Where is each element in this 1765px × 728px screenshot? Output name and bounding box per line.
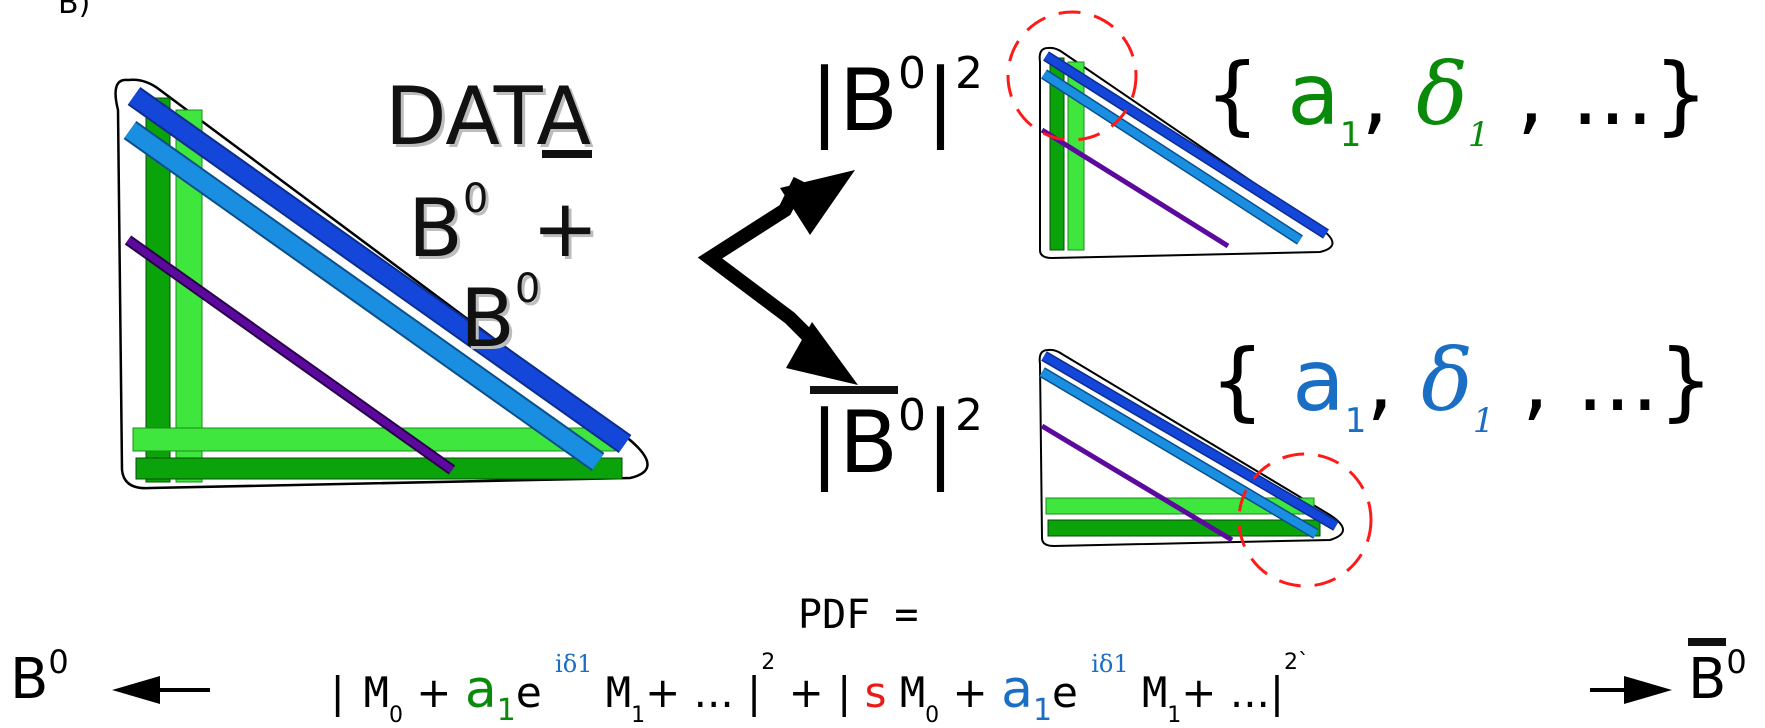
formula-expression: | M0 + a1e iδ1 M1+ ... |2 + | s M0 + a1e… [325, 650, 1309, 728]
data-b0-label: B0 + [408, 176, 599, 275]
bottom-params-comma: , [1366, 331, 1394, 431]
bottom-amp-sup2: 2 [954, 390, 983, 441]
formula-m1-2-sub: 1 [1167, 703, 1182, 728]
formula-a1-green: a [464, 660, 497, 720]
corner-label: B) [58, 0, 91, 21]
bottom-amplitude-label: |B0|2 [810, 386, 983, 493]
formula-open-bar: | [325, 668, 351, 717]
bottom-amp-b: |B [810, 386, 898, 493]
formula-sq-1: 2 [761, 650, 776, 675]
data-title: DATA [385, 70, 591, 163]
formula-tail-1: + ... | [645, 668, 762, 717]
formula-plus-1: + [402, 668, 465, 717]
bottom-params: { a1, δ1 , ...} [1210, 338, 1713, 438]
formula-plus-2: + [939, 668, 1002, 717]
top-diagonal-purple [1040, 127, 1230, 249]
arrow-down-head [786, 322, 858, 385]
top-amp-b: |B [810, 51, 898, 151]
formula-m0-2: M [899, 668, 926, 717]
formula-e-2: e [1052, 668, 1078, 717]
bottom-red-dashed-circle [1237, 452, 1373, 588]
formula-exp-2: iδ1 [1091, 650, 1129, 678]
top-params-tail: , ...} [1516, 45, 1709, 145]
bottom-param-delta-sub: 1 [1472, 401, 1495, 441]
data-title-underline [542, 150, 592, 158]
top-param-a: a [1287, 45, 1340, 145]
formula-tail-2: + ...| [1181, 668, 1285, 717]
diagonal-bar-dark-blue-fill [128, 88, 631, 452]
formula-s: s [864, 668, 887, 717]
formula-a1-green-sub: 1 [496, 693, 516, 728]
top-triangle-outline [1038, 46, 1334, 260]
bottom-amp-sup0: 0 [897, 390, 926, 441]
formula-sq-2: 2` [1284, 650, 1310, 675]
bottom-diagonal-dark-blue-fill [1041, 352, 1339, 530]
formula-m1: M [605, 668, 632, 717]
pdf-label: PDF = [798, 592, 919, 638]
bottom-param-a-sub: 1 [1344, 401, 1367, 441]
formula-m0: M [363, 668, 389, 717]
top-param-delta-sub: 1 [1467, 115, 1490, 155]
bottom-param-delta: δ [1421, 331, 1473, 431]
arrow-up-head [780, 170, 855, 235]
bottom-amp-close: | [925, 393, 955, 493]
top-diagonal-light-blue-fill [1041, 70, 1303, 244]
formula-right-b0bar-symbol: B [1688, 638, 1727, 712]
top-diagonal-dark-blue-fill [1043, 52, 1329, 238]
formula-right-b0bar-sup: 0 [1726, 643, 1747, 681]
top-red-dashed-circle [1006, 10, 1138, 142]
bottom-diagonal-light-blue-fill [1039, 368, 1319, 538]
bottom-params-tail: , ...} [1521, 331, 1714, 431]
data-b0bar-label: B0 [460, 266, 540, 365]
formula-m1-2: M [1142, 668, 1168, 717]
top-amp-sup2: 2 [954, 48, 983, 99]
formula-right-b0bar: B0 [1688, 638, 1747, 712]
data-b0-symbol: B [408, 182, 463, 275]
top-amp-sup0: 0 [897, 48, 926, 99]
top-param-delta: δ [1416, 45, 1468, 145]
bottom-triangle-outline [1038, 348, 1344, 548]
data-b0-sup: 0 [462, 176, 489, 222]
diagonal-line-purple-fill [125, 237, 455, 473]
bottom-horizontal-bar-dark-green [1047, 519, 1321, 537]
bottom-params-open: { [1210, 331, 1265, 431]
formula-a1-blue-sub: 1 [1032, 693, 1053, 728]
top-params-open: { [1205, 45, 1260, 145]
formula-exp-1: iδ1 [555, 650, 593, 678]
left-arrow-head [112, 676, 160, 704]
right-arrow-head [1624, 676, 1672, 704]
formula-left-b0: B0 [10, 646, 69, 708]
formula-m0-sub: 0 [388, 703, 403, 728]
data-triangle-outline [114, 78, 649, 490]
top-amp-close: | [925, 51, 955, 151]
top-amplitude-label: |B0|2 [810, 52, 983, 145]
formula-e-1: e [515, 668, 542, 717]
bottom-param-a: a [1292, 331, 1345, 431]
formula-left-b0-symbol: B [10, 647, 49, 712]
formula-left-b0-sup: 0 [48, 643, 69, 681]
data-plus: + [531, 182, 599, 275]
formula-a1-blue: a [1001, 660, 1033, 720]
top-params: { a1, δ1 , ...} [1205, 52, 1708, 152]
formula-m0-2-sub: 0 [925, 703, 940, 728]
data-title-text: DATA [385, 70, 592, 163]
formula-m1-sub: 1 [631, 703, 646, 728]
formula-join: + | [788, 668, 865, 717]
data-b0bar-symbol: B [460, 272, 515, 365]
horizontal-bar-dark-green [135, 457, 623, 480]
diagonal-bar-light-blue-fill [124, 122, 604, 470]
top-params-comma: , [1361, 45, 1389, 145]
data-b0bar-sup: 0 [514, 266, 541, 312]
bottom-diagonal-purple [1040, 423, 1234, 543]
top-param-a-sub: 1 [1339, 115, 1362, 155]
